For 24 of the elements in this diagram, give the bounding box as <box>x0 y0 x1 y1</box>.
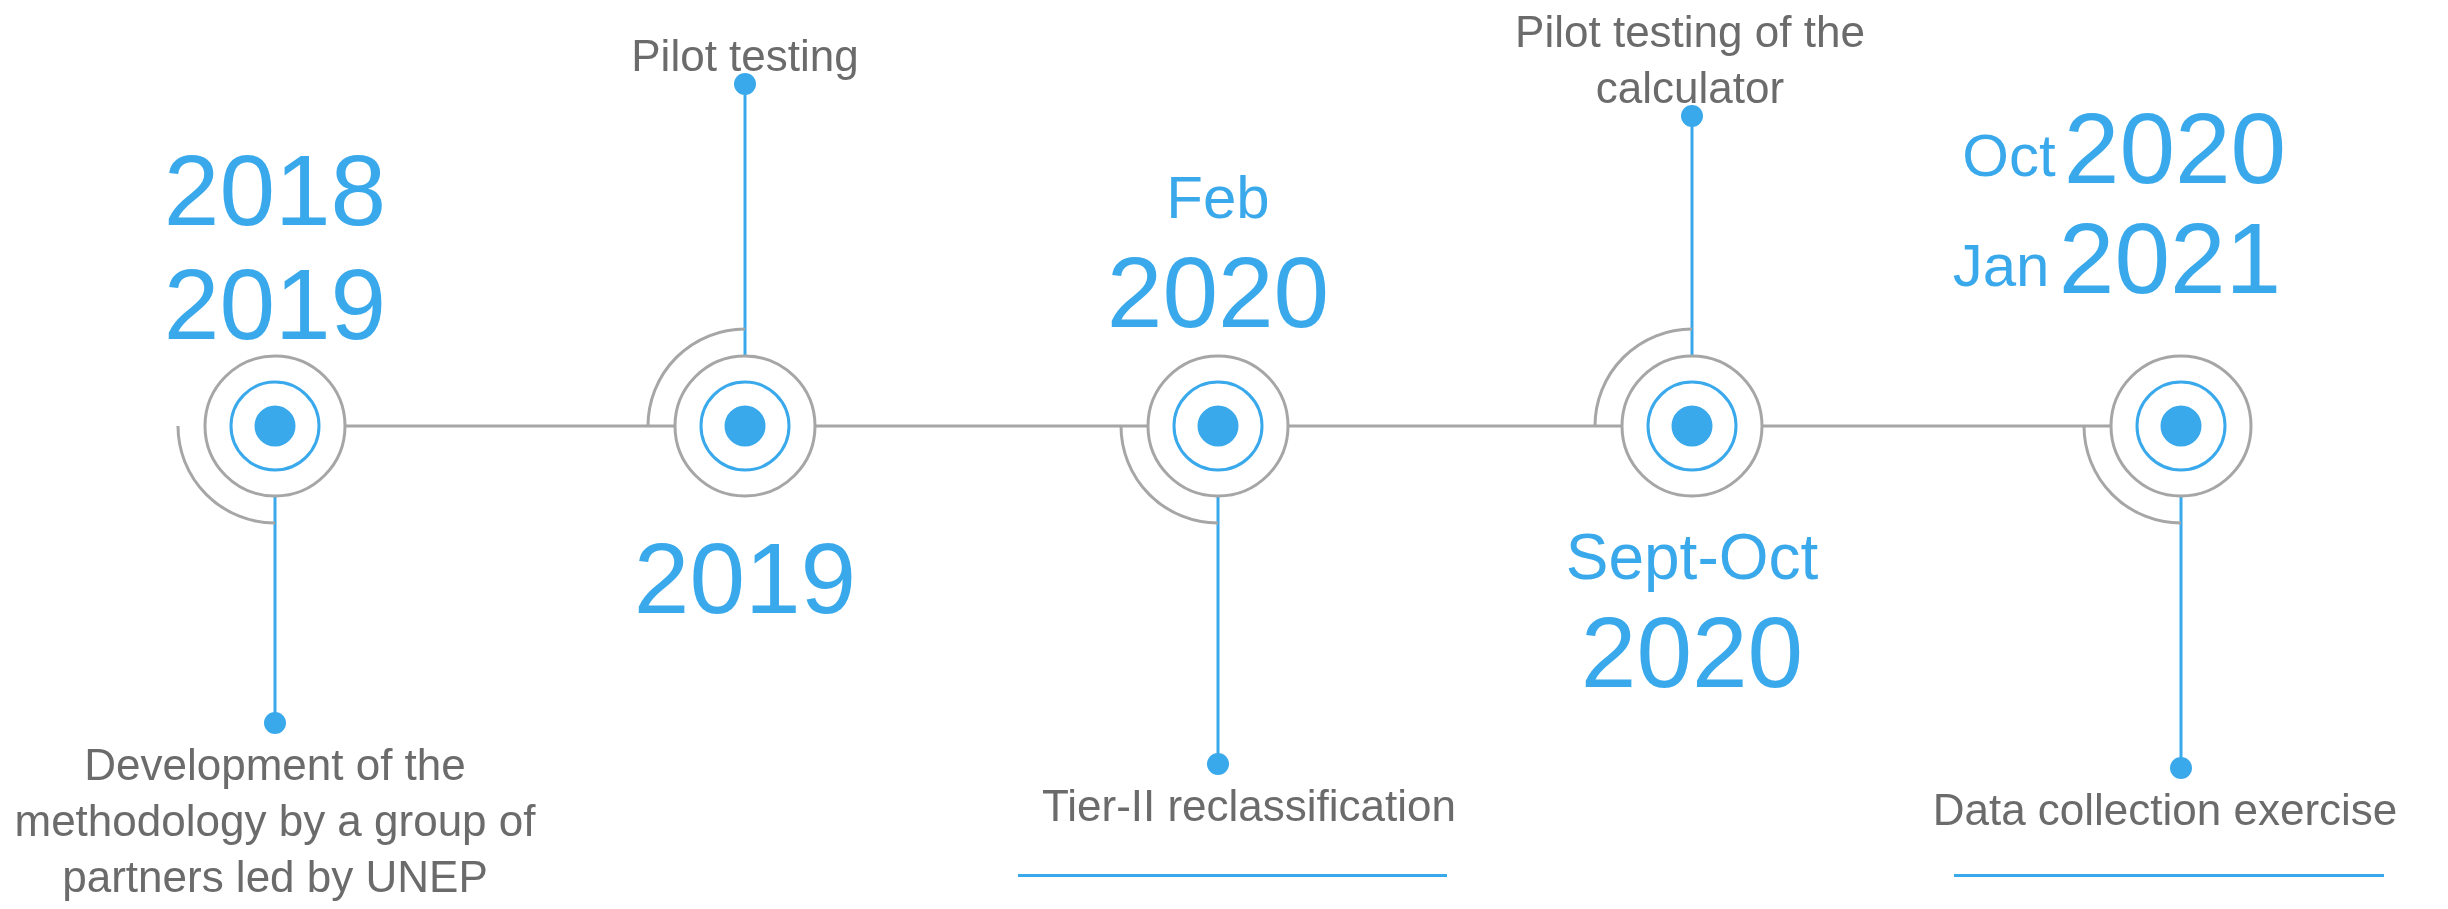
milestone-text: Pilot testing <box>495 28 995 84</box>
leader-line <box>734 73 756 356</box>
timeline-line <box>815 424 1148 428</box>
date-label: Feb <box>1166 168 1270 228</box>
leader-line <box>2170 496 2192 779</box>
milestone-text: Data collection exercise <box>1865 768 2448 838</box>
leader-line <box>1207 496 1229 775</box>
date-label: 2021 <box>2058 208 2282 308</box>
date-label: 2020 <box>1106 242 1330 342</box>
date-label: Oct <box>1962 126 2056 186</box>
leader-line <box>1681 105 1703 356</box>
date-label: 2019 <box>633 528 857 628</box>
date-label: Jan <box>1952 236 2050 296</box>
date-label: 2018 <box>163 140 387 240</box>
milestone-text: Pilot testing of the calculator <box>1450 4 1930 116</box>
milestone-text: Tier-II reclassification <box>939 764 1559 834</box>
date-label: 2020 <box>1580 602 1804 702</box>
date-label: 2019 <box>163 254 387 354</box>
timeline-line <box>345 424 675 428</box>
timeline-line <box>1762 424 2111 428</box>
timeline-line <box>1288 424 1622 428</box>
leader-line <box>264 496 286 734</box>
date-label: 2020 <box>2063 98 2287 198</box>
milestone-text: Development of the methodology by a group of partners led by UNEP <box>10 723 540 905</box>
